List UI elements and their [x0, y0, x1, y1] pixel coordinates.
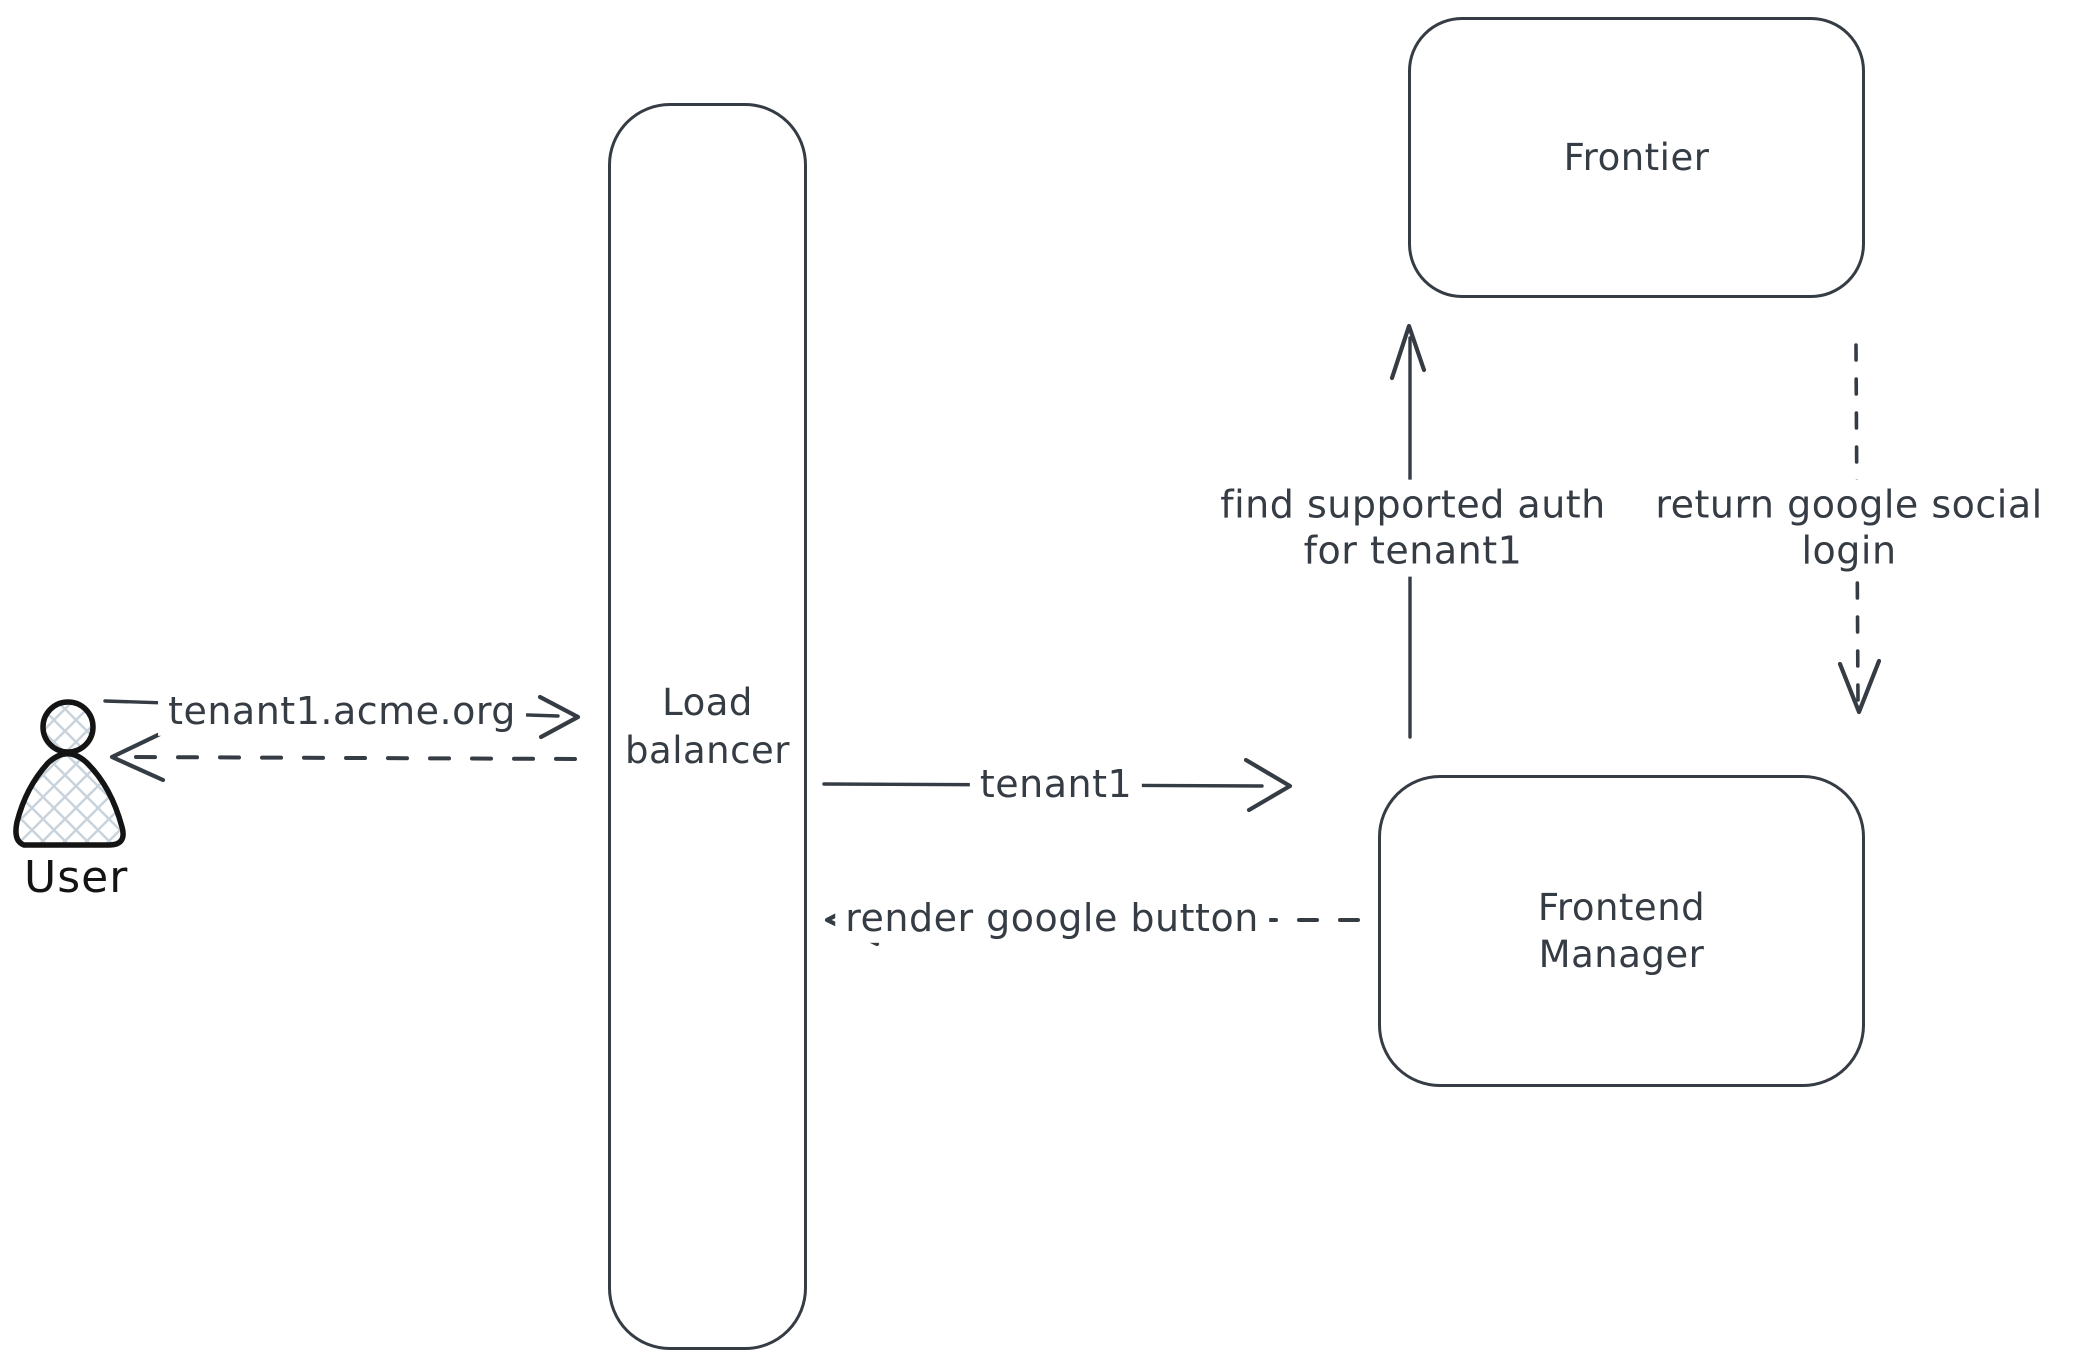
load-balancer-label-line2: balancer	[625, 728, 790, 772]
frontier-node: Frontier	[1408, 17, 1865, 298]
frontend-manager-label-line2: Manager	[1538, 933, 1705, 976]
frontier-label: Frontier	[1563, 135, 1710, 179]
edge-label-return-social-line2: login	[1801, 529, 1897, 573]
user-body-shape	[13, 751, 126, 848]
frontend-manager-node: Frontend Manager	[1378, 775, 1865, 1087]
edge-label-return-social: return google social login	[1645, 479, 2053, 577]
edge-label-return-social-line1: return google social	[1655, 482, 2043, 527]
frontend-manager-label-line1: Frontend	[1537, 885, 1706, 929]
user-actor-label: User	[24, 852, 129, 903]
edge-label-find-auth-line1: find supported auth	[1220, 482, 1606, 527]
load-balancer-label-line1: Load	[662, 681, 753, 725]
edge-label-find-auth-line2: for tenant1	[1303, 529, 1523, 573]
load-balancer-node: Load balancer	[608, 103, 807, 1350]
edge-label-user-request: tenant1.acme.org	[158, 685, 526, 737]
edge-label-render-button: render google button	[835, 892, 1269, 944]
edge-label-find-auth: find supported auth for tenant1	[1210, 479, 1616, 577]
user-actor-icon	[13, 699, 126, 848]
user-head-shape	[40, 699, 96, 755]
edge-lb-response-arrow	[109, 731, 577, 783]
edge-label-forward-tenant: tenant1	[969, 758, 1143, 810]
